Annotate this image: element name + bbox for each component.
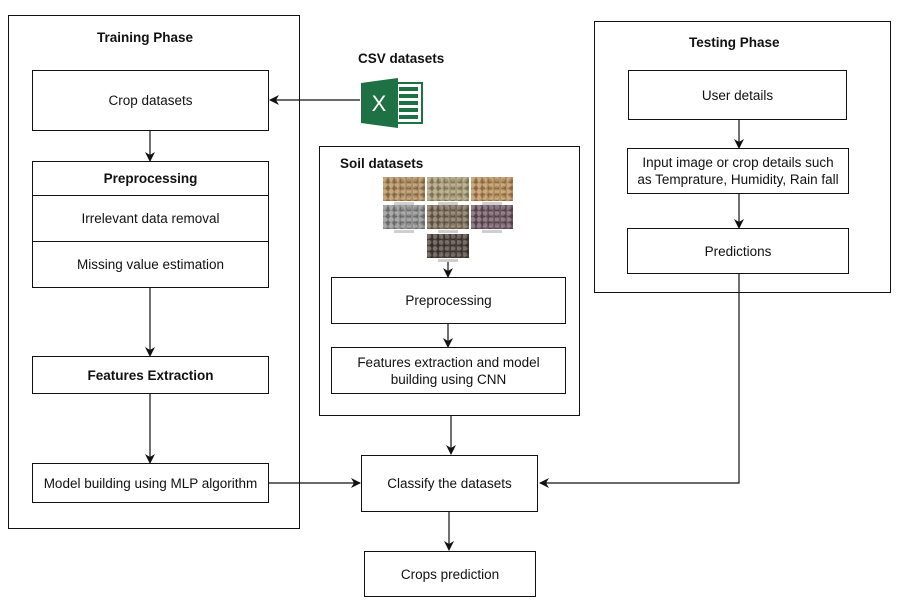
classify-datasets-label: Classify the datasets: [387, 476, 512, 491]
user-details-box[interactable]: User details: [628, 70, 847, 120]
preprocessing-header-box[interactable]: Preprocessing: [32, 161, 269, 196]
input-details-label: Input image or crop details such as Temp…: [637, 155, 839, 187]
soil-sample-caption: [394, 230, 414, 233]
arrow-predictions-to-classify: [539, 274, 740, 488]
excel-icon: X: [361, 78, 423, 128]
soil-sample-caption: [482, 230, 502, 233]
preprocessing-header-label: Preprocessing: [103, 171, 198, 186]
soil-preprocessing-label: Preprocessing: [405, 293, 492, 308]
soil-datasets-title: Soil datasets: [340, 156, 424, 171]
training-phase-container: [8, 15, 300, 529]
features-extraction-box[interactable]: Features Extraction: [32, 356, 269, 394]
soil-preprocessing-box[interactable]: Preprocessing: [331, 277, 566, 324]
crop-datasets-box[interactable]: Crop datasets: [32, 70, 269, 131]
svg-text:X: X: [372, 91, 387, 116]
soil-sample-image: [471, 177, 513, 201]
testing-phase-container: [594, 21, 891, 293]
features-extraction-label: Features Extraction: [87, 367, 214, 383]
soil-sample-image: [471, 205, 513, 229]
soil-sample-caption: [438, 202, 458, 205]
classify-datasets-box[interactable]: Classify the datasets: [361, 455, 538, 512]
irrelevant-data-removal-box[interactable]: Irrelevant data removal: [32, 195, 269, 242]
mlp-model-building-label: Model building using MLP algorithm: [43, 475, 258, 491]
user-details-label: User details: [701, 87, 774, 103]
predictions-box[interactable]: Predictions: [627, 228, 849, 274]
predictions-label: Predictions: [704, 243, 772, 259]
crops-prediction-label: Crops prediction: [400, 566, 500, 582]
testing-phase-title: Testing Phase: [689, 35, 780, 50]
irrelevant-data-removal-label: Irrelevant data removal: [81, 211, 220, 226]
csv-datasets-label: CSV datasets: [358, 51, 445, 66]
soil-sample-image: [383, 205, 425, 229]
cnn-model-box[interactable]: Features extraction and model building u…: [331, 347, 566, 394]
soil-sample-caption: [482, 202, 502, 205]
crop-datasets-label: Crop datasets: [108, 93, 193, 108]
training-phase-title: Training Phase: [97, 30, 194, 45]
soil-sample-caption: [438, 230, 458, 233]
soil-sample-image: [383, 177, 425, 201]
soil-datasets-container: [319, 146, 580, 416]
input-details-box[interactable]: Input image or crop details such as Temp…: [627, 148, 849, 194]
cnn-model-label: Features extraction and model building u…: [357, 354, 540, 387]
soil-sample-image: [427, 205, 469, 229]
missing-value-estimation-label: Missing value estimation: [76, 257, 225, 272]
soil-sample-caption: [438, 259, 458, 262]
soil-sample-image: [427, 177, 469, 201]
soil-sample-image: [427, 234, 469, 258]
soil-sample-caption: [394, 202, 414, 205]
missing-value-estimation-box[interactable]: Missing value estimation: [32, 241, 269, 288]
mlp-model-building-box[interactable]: Model building using MLP algorithm: [32, 463, 269, 503]
crops-prediction-box[interactable]: Crops prediction: [364, 551, 536, 597]
